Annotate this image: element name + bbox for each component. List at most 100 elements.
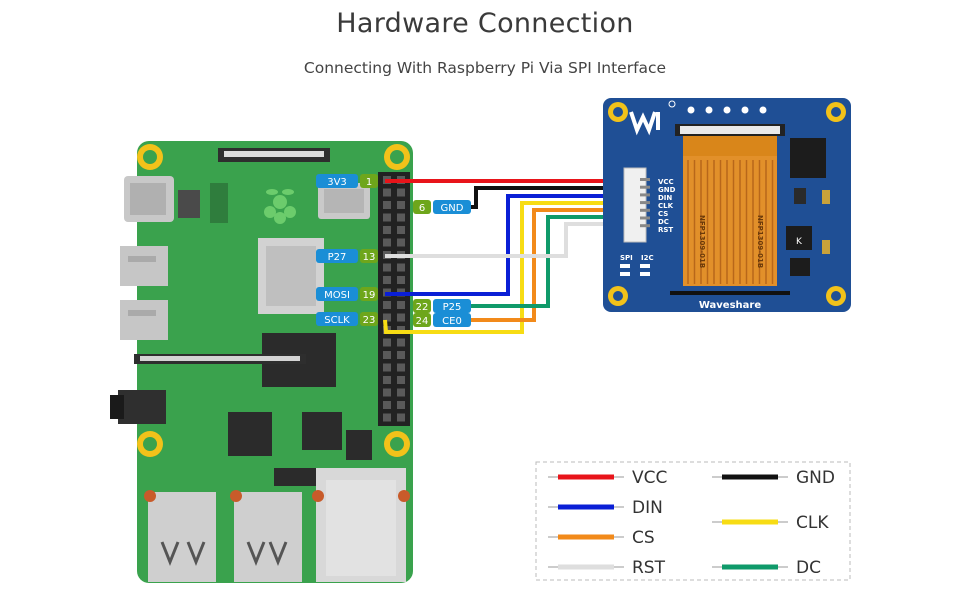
wire-dc — [470, 215, 628, 308]
connector-pin — [640, 193, 650, 197]
legend-item-vcc: VCC — [548, 468, 667, 488]
pin-number: 23 — [363, 315, 376, 326]
pin-name: GND — [441, 203, 464, 214]
conn-label-rst: RST — [658, 226, 673, 234]
svg-text:K: K — [796, 237, 803, 247]
conn-label-dc: DC — [658, 218, 669, 226]
pin-number: 19 — [363, 290, 376, 301]
gpio-pin — [397, 213, 405, 222]
spi-label: SPI — [620, 254, 633, 262]
gpio-pin — [397, 413, 405, 422]
gpio-pin — [397, 276, 405, 284]
gpio-pin — [383, 388, 391, 397]
wires — [383, 179, 628, 334]
gpio-pin — [397, 338, 405, 347]
gpio-header — [378, 172, 410, 426]
gpio-pin — [383, 188, 391, 197]
raspberry-pi-board — [110, 141, 413, 583]
pin-number: 24 — [416, 316, 429, 327]
pin-number: 13 — [363, 252, 376, 263]
wire-clk — [383, 201, 628, 334]
gpio-pin — [397, 238, 405, 247]
pin-name: CE0 — [442, 316, 462, 327]
connector-pin — [640, 178, 650, 181]
gpio-pin — [383, 213, 391, 222]
gpio-pin — [397, 376, 405, 384]
pin-label-p25: 22 P25 — [413, 299, 471, 313]
legend-label: GND — [796, 468, 835, 488]
gpio-pin — [397, 351, 405, 359]
gpio-pin — [383, 351, 391, 359]
gpio-pin — [397, 188, 405, 197]
legend-label: DC — [796, 558, 821, 578]
legend-item-cs: CS — [548, 528, 655, 548]
connector-pin — [640, 224, 650, 228]
pin-name: MOSI — [324, 290, 350, 301]
connector-pin — [640, 201, 650, 205]
connector-pin — [640, 216, 650, 220]
conn-label-din: DIN — [658, 194, 672, 202]
pin-name: P25 — [443, 302, 462, 313]
legend-item-din: DIN — [548, 498, 663, 518]
gpio-pin — [383, 201, 391, 209]
gpio-pin — [397, 363, 405, 372]
legend-item-clk: CLK — [712, 513, 829, 533]
conn-label-vcc: VCC — [658, 178, 674, 186]
gpio-pin — [383, 313, 391, 322]
flex-label-left: NFP1309-01B — [698, 215, 706, 268]
wire-din — [385, 194, 628, 296]
gpio-pin — [383, 363, 391, 372]
waveshare-logo — [629, 100, 767, 136]
pin-label-mosi: MOSI 19 — [316, 287, 378, 301]
legend-label: VCC — [632, 468, 667, 488]
gpio-pin — [383, 338, 391, 347]
conn-label-clk: CLK — [658, 202, 674, 210]
legend-label: CS — [632, 528, 655, 548]
pin-name: SCLK — [324, 315, 350, 326]
pin-label-3v3: 3V3 1 — [316, 174, 378, 188]
pin-number: 22 — [416, 302, 429, 313]
gpio-pin — [397, 226, 405, 234]
wire-cs — [470, 208, 628, 322]
gpio-pin — [397, 401, 405, 409]
i2c-label: I2C — [641, 254, 654, 262]
page-title: Hardware Connection — [336, 8, 634, 39]
page-subtitle: Connecting With Raspberry Pi Via SPI Int… — [303, 59, 667, 77]
pin-labels: 3V3 1 6 GND P27 13 MOSI 19 22 — [316, 174, 471, 327]
gpio-pin — [383, 263, 391, 272]
gpio-pin — [397, 313, 405, 322]
pin-name: P27 — [328, 252, 347, 263]
pin-number: 1 — [366, 177, 372, 188]
wire-gnd — [470, 186, 628, 209]
gpio-pin — [383, 301, 391, 309]
gpio-pin — [397, 388, 405, 397]
pin-number: 6 — [419, 203, 425, 214]
flex-label-right: NFP1309-01B — [756, 215, 764, 268]
gpio-pin — [383, 413, 391, 422]
legend: VCC GND DIN CLK CS RST DC — [535, 461, 851, 581]
gpio-pin — [383, 401, 391, 409]
legend-label: CLK — [796, 513, 829, 533]
wire-rst — [385, 222, 628, 258]
pin-label-p27: P27 13 — [316, 249, 378, 263]
oled-module: NFP1309-01B NFP1309-01B VCC GND DIN CLK … — [603, 98, 851, 312]
legend-label: RST — [632, 558, 666, 578]
conn-label-cs: CS — [658, 210, 668, 218]
gpio-pin — [383, 276, 391, 284]
pin-name: 3V3 — [327, 177, 347, 188]
gpio-pin — [397, 201, 405, 209]
gpio-pin — [383, 238, 391, 247]
legend-item-dc: DC — [712, 558, 821, 578]
pin-label-ce0: 24 CE0 — [413, 313, 471, 327]
pin-label-sclk: SCLK 23 — [316, 312, 378, 326]
gpio-pin — [397, 301, 405, 309]
legend-item-rst: RST — [548, 558, 666, 578]
connector-pin — [640, 185, 650, 189]
gpio-pin — [383, 376, 391, 384]
gpio-pin — [397, 263, 405, 272]
pin-label-gnd: 6 GND — [413, 200, 471, 214]
gpio-pin — [383, 226, 391, 234]
connector-pin-labels: VCC GND DIN CLK CS DC RST — [658, 178, 676, 234]
conn-label-gnd: GND — [658, 186, 676, 194]
